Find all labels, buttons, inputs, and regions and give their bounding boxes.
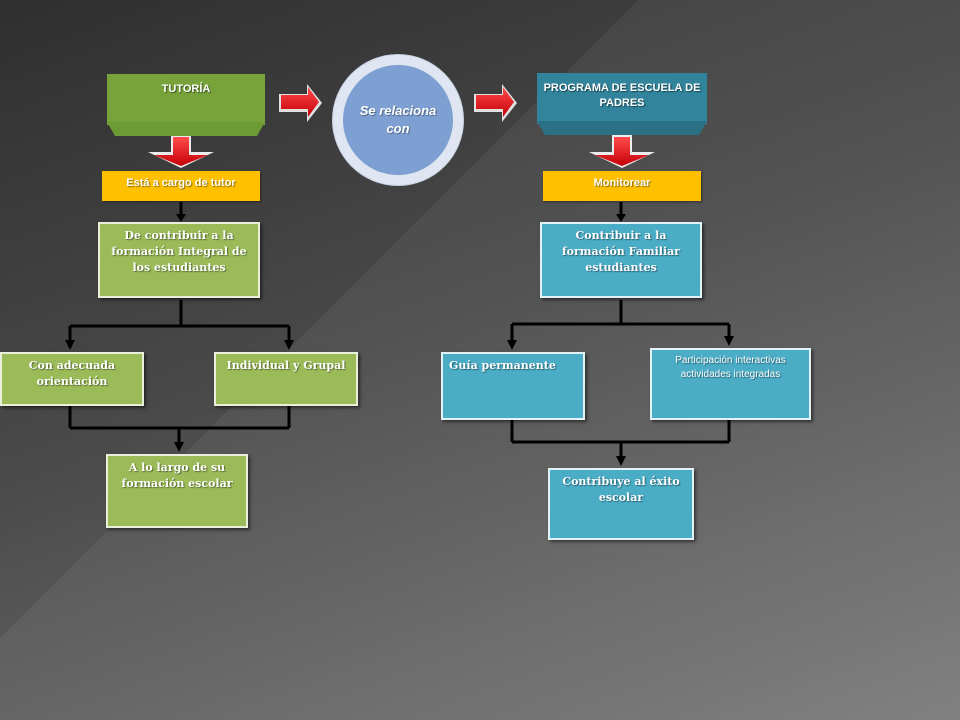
integral-formation-box: De contribuir a la formación Integral de… (98, 222, 260, 298)
left-connectors (68, 202, 291, 444)
school-formation-box: A lo largo de su formación escolar (106, 454, 248, 528)
header-bevel (107, 122, 265, 136)
tutor-step-box: Está a cargo de tutor (102, 171, 260, 201)
relation-circle: Se relaciona con (343, 65, 453, 175)
left-arrowheads (65, 214, 294, 452)
escuela-padres-header-label: PROGRAMA DE ESCUELA DE PADRES (537, 73, 707, 124)
individual-group-box: Individual y Grupal (214, 352, 358, 406)
tutoria-header-label: TUTORÍA (107, 74, 265, 125)
interactive-activities-box: Participación interactivas actividades i… (650, 348, 811, 420)
right-connectors (510, 202, 731, 458)
tutoria-header: TUTORÍA (107, 74, 265, 136)
school-success-box: Contribuye al éxito escolar (548, 468, 694, 540)
orientation-box: Con adecuada orientación (0, 352, 144, 406)
right-arrowheads (507, 214, 734, 466)
family-formation-box: Contribuir a la formación Familiar estud… (540, 222, 702, 298)
arrow-right-icon (279, 84, 322, 122)
header-bevel (537, 121, 707, 135)
permanent-guide-box: Guía permanente (441, 352, 585, 420)
arrow-down-icon (148, 135, 214, 168)
relation-label: Se relaciona con (359, 103, 437, 136)
arrow-down-icon (589, 135, 655, 168)
escuela-padres-header: PROGRAMA DE ESCUELA DE PADRES (537, 73, 707, 135)
arrow-right-icon (474, 84, 517, 122)
monitorear-box: Monitorear (543, 171, 701, 201)
